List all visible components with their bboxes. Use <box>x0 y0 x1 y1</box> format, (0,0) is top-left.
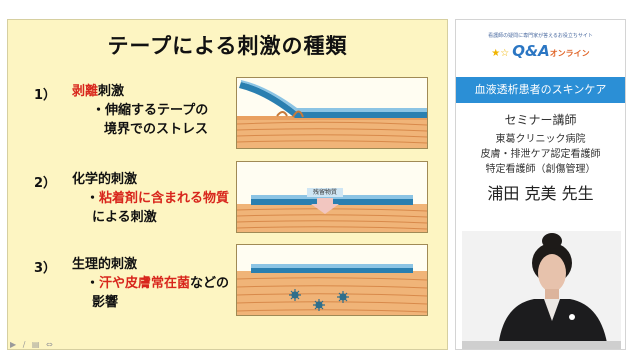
lecturer-role: セミナー講師 <box>504 113 577 127</box>
item-1-heading-rest: 刺激 <box>98 84 125 99</box>
info-panel: 看護師の疑問に専門家が答えるお役立ちサイト ★☆Q&Aオンライン 血液透析患者の… <box>455 19 626 350</box>
item-2-heading: 化学的刺激 <box>72 172 138 187</box>
slide-toolbar[interactable]: ▶ ∕ ▤ ⇔ <box>10 340 55 349</box>
item-3-text: 生理的刺激 ・汗や皮膚常在菌などの 影響 <box>72 255 229 312</box>
item-1-number: 1） <box>34 88 57 103</box>
item-3-bullet-cont: 影響 <box>92 295 119 310</box>
item-1-bullet: ・伸縮するテープの <box>92 103 209 118</box>
item-3-number: 3） <box>34 261 57 276</box>
item-2-bullet-mark: ・ <box>86 191 100 206</box>
site-logo: 看護師の疑問に専門家が答えるお役立ちサイト ★☆Q&Aオンライン <box>456 20 625 72</box>
slide-title: テープによる刺激の種類 <box>107 34 348 58</box>
illustration-bacteria <box>236 244 428 316</box>
lecturer-org-1: 東葛クリニック病院 <box>495 134 586 145</box>
star-icon: ★☆ <box>491 48 510 59</box>
item-3-red-term: 汗や皮膚常在菌 <box>99 276 191 291</box>
illustration-residue: 残留物質 <box>236 161 428 233</box>
item-2-bullet-cont: による刺激 <box>92 210 157 225</box>
speaker-video <box>462 231 621 349</box>
residue-label: 残留物質 <box>312 189 337 196</box>
seminar-title-banner: 血液透析患者のスキンケア <box>456 77 625 103</box>
illustration-peeling <box>236 77 428 149</box>
lecturer-name: 浦田 克美 先生 <box>487 184 594 203</box>
presentation-slide: テープによる刺激の種類 1） 剥離刺激 ・伸縮するテープの 境界でのストレス 2… <box>7 19 448 350</box>
item-3-bullet-rest: などの <box>190 276 230 291</box>
item-1-red-term: 剥離 <box>72 84 99 99</box>
logo-tagline: 看護師の疑問に専門家が答えるお役立ちサイト <box>488 33 593 39</box>
item-3-bullet-mark: ・ <box>86 276 100 291</box>
logo-text: ★☆Q&Aオンライン <box>456 42 625 60</box>
logo-main-text: Q&A <box>512 42 550 60</box>
lecturer-org-3: 特定看護師（創傷管理） <box>485 164 596 175</box>
item-2-text: 化学的刺激 ・粘着剤に含まれる物質 による刺激 <box>72 170 229 227</box>
item-1-text: 剥離刺激 ・伸縮するテープの 境界でのストレス <box>72 82 208 139</box>
lecturer-org-2: 皮膚・排泄ケア認定看護師 <box>480 149 601 160</box>
item-2-number: 2） <box>34 176 57 191</box>
item-3-heading: 生理的刺激 <box>72 257 138 272</box>
item-2-red-term: 粘着剤に含まれる物質 <box>99 191 230 206</box>
logo-sub-text: オンライン <box>549 49 590 58</box>
item-1-bullet-cont: 境界でのストレス <box>104 122 209 137</box>
speaker-image <box>462 231 621 349</box>
